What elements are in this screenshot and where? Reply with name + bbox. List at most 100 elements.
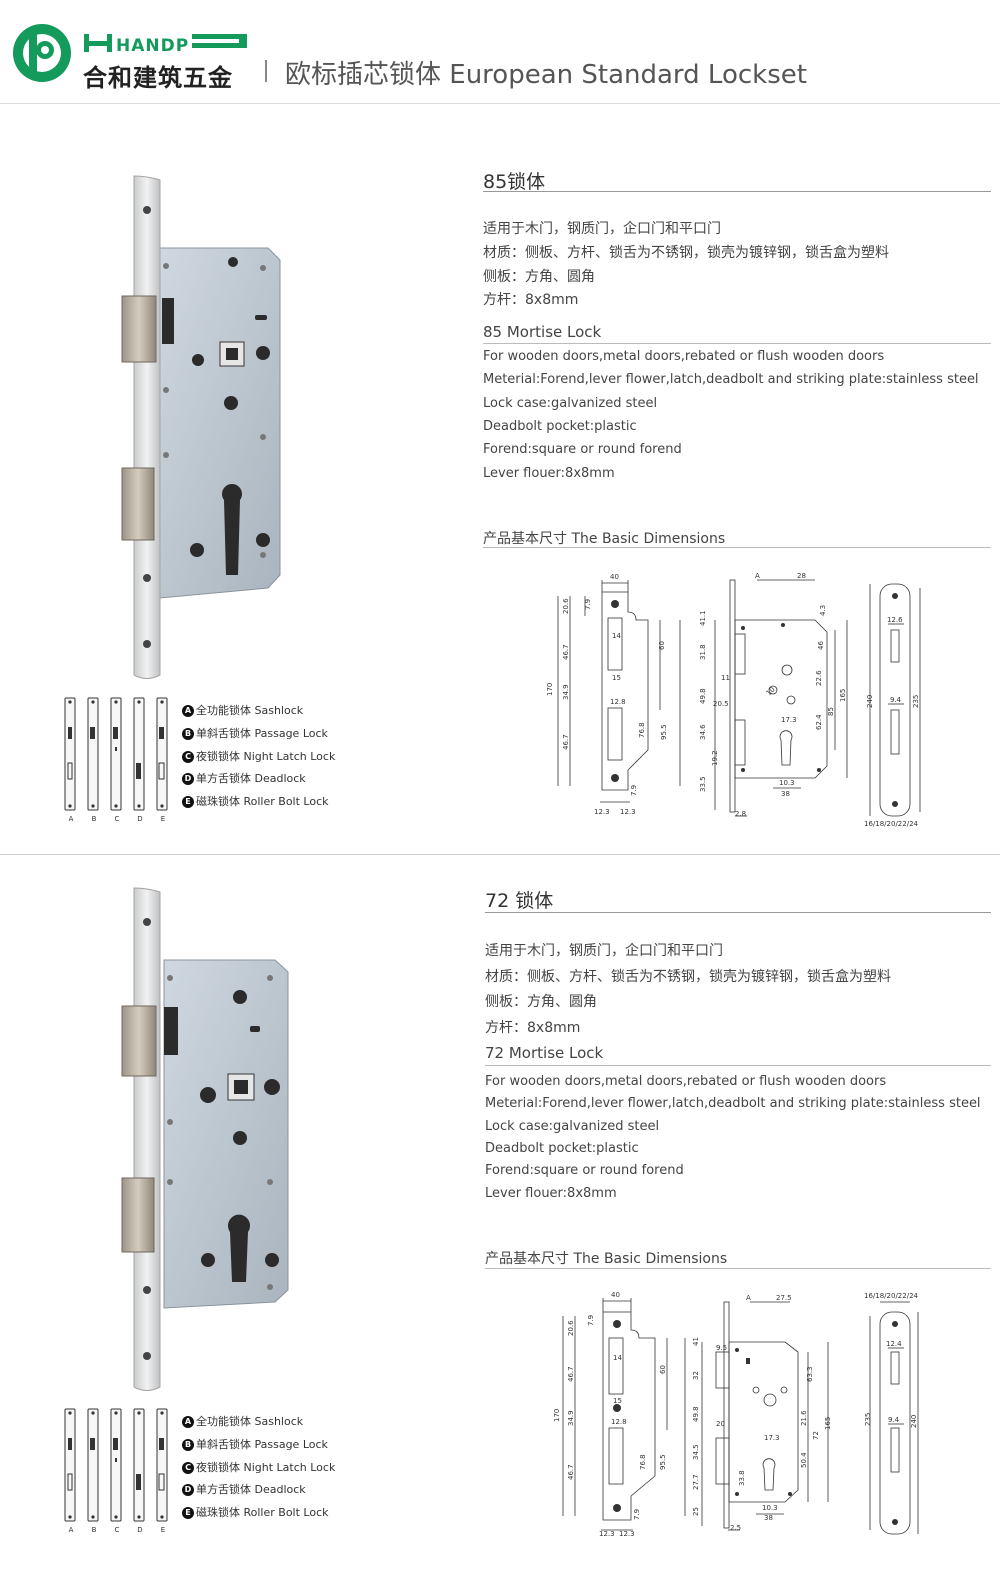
en-line: Lever flouer:8x8mm xyxy=(485,1186,617,1201)
dim-label: 12.8 xyxy=(610,698,626,706)
cn-line: 材质：侧板、方杆、锁舌为不锈钢，锁壳为镀锌钢，锁舌盒为塑料 xyxy=(483,245,889,261)
title-rule xyxy=(485,912,991,913)
en-line: For wooden doors,metal doors,rebated or … xyxy=(483,349,885,364)
dim-label: A xyxy=(755,572,760,580)
cn-line: 适用于木门，钢质门，企口门和平口门 xyxy=(485,943,723,959)
dim-label: 33.8 xyxy=(738,1470,746,1486)
lock-72-variants-diagram xyxy=(64,1408,179,1523)
cn-line: 方杆：8x8mm xyxy=(485,1020,581,1036)
en-subtitle: 72 Mortise Lock xyxy=(485,1044,604,1062)
variant-letter-d: D xyxy=(137,1526,143,1534)
dim-label: 12.3 xyxy=(594,808,610,816)
variant-label-e: 磁珠锁体 Roller Bolt Lock xyxy=(196,1506,329,1519)
dim-label: 12.3 xyxy=(599,1530,615,1538)
variant-letter-e: E xyxy=(160,1526,166,1534)
lock-72-photo xyxy=(121,887,289,1391)
dims-title: 产品基本尺寸 The Basic Dimensions xyxy=(483,531,726,547)
cn-line: 方杆：8x8mm xyxy=(483,292,579,308)
variant-badge-e: E xyxy=(182,796,194,808)
product-title-72: 72 锁体 xyxy=(485,890,554,912)
dims-72-forend-drawing: 40 20.6 7.9 14 15 12.8 46.7 34.9 46.7 60… xyxy=(553,1291,686,1538)
variant-letter-c: C xyxy=(114,1526,120,1534)
variant-letter-d: D xyxy=(137,815,143,823)
dims-85-forend-drawing: 40 20.6 7.9 14 15 12.8 46.7 34.9 46.7 60… xyxy=(546,573,681,816)
variant-label-b: 单斜舌锁体 Passage Lock xyxy=(196,1438,328,1451)
dims-rule xyxy=(483,547,991,548)
dim-label: 40 xyxy=(610,573,619,581)
variant-label-a: 全功能锁体 Sashlock xyxy=(196,1415,304,1428)
cn-line: 材质：侧板、方杆、锁舌为不锈钢，锁壳为镀锌钢，锁舌盒为塑料 xyxy=(485,969,891,985)
dim-label: A xyxy=(746,1294,751,1302)
dim-label: 38 xyxy=(764,1514,773,1522)
dim-label: 20.6 xyxy=(562,598,570,614)
en-line: Deadbolt pocket:plastic xyxy=(483,419,637,434)
dim-label: 20.5 xyxy=(713,700,729,708)
variant-label-d: 单方舌锁体 Deadlock xyxy=(196,772,306,785)
en-line: Forend:square or round forend xyxy=(483,442,682,457)
dim-label: 21.6 xyxy=(800,1410,808,1426)
dims-72-plate-drawing: 16/18/20/22/24 12.4 9.4 235 240 xyxy=(864,1292,919,1535)
lock-85-variants-diagram xyxy=(64,697,179,812)
variant-letter-e: E xyxy=(160,815,166,823)
dim-label: 72 xyxy=(812,1431,820,1440)
dim-label: 95.5 xyxy=(660,724,668,740)
dim-label: 46.7 xyxy=(567,1366,575,1382)
en-line: Lock case:galvanized steel xyxy=(483,396,658,411)
dim-label: 15 xyxy=(613,1397,622,1405)
dim-label: 2.5 xyxy=(730,1524,741,1532)
dim-label: 32 xyxy=(692,1371,700,1380)
dim-label: 95.5 xyxy=(659,1454,667,1470)
dim-label: 10 xyxy=(765,685,777,697)
dim-label: 7.9 xyxy=(630,785,638,796)
variant-badge-b: B xyxy=(182,728,194,740)
dim-label: 10.3 xyxy=(779,779,795,787)
dim-label: 85 xyxy=(827,707,835,716)
dim-label: 12.8 xyxy=(611,1418,627,1426)
dim-label: 9.5 xyxy=(716,1344,727,1352)
dim-label: 20.6 xyxy=(567,1320,575,1336)
dim-label: 16/18/20/22/24 xyxy=(864,820,919,828)
dim-label: 41.1 xyxy=(699,610,707,626)
variant-badge-d: D xyxy=(182,773,194,785)
en-line: Forend:square or round forend xyxy=(485,1163,684,1178)
dim-label: 34.5 xyxy=(692,1444,700,1460)
dim-label: 9.4 xyxy=(890,696,902,704)
variant-letter-a: A xyxy=(68,1526,74,1534)
dim-label: 170 xyxy=(546,683,554,696)
variant-badge-e: E xyxy=(182,1507,194,1519)
en-line: Meterial:Forend,lever flower,latch,deadb… xyxy=(483,372,979,387)
dim-label: 14 xyxy=(613,1354,622,1362)
dim-label: 46.7 xyxy=(562,734,570,750)
en-line: Meterial:Forend,lever flower,latch,deadb… xyxy=(485,1096,981,1111)
dim-label: 46 xyxy=(817,641,825,650)
dim-label: 17.3 xyxy=(781,716,797,724)
lock-85-photo xyxy=(121,175,281,679)
brand-wordmark-icon: HANDP xyxy=(84,34,247,54)
subtitle-rule xyxy=(485,1065,991,1066)
product-title-85: 85锁体 xyxy=(483,171,546,193)
variant-label-b: 单斜舌锁体 Passage Lock xyxy=(196,727,328,740)
logo-word-text: HANDP xyxy=(116,36,189,54)
dim-label: 40 xyxy=(611,1291,620,1299)
cn-line: 侧板：方角、圆角 xyxy=(483,269,595,285)
dim-label: 27.7 xyxy=(692,1474,700,1490)
dim-label: 235 xyxy=(864,1413,872,1426)
brand-name-cn: 合和建筑五金 xyxy=(83,64,233,92)
section-divider xyxy=(0,854,1000,855)
dim-label: 49.8 xyxy=(699,688,707,704)
dim-label: 46.7 xyxy=(562,644,570,660)
variant-letter-c: C xyxy=(114,815,120,823)
dim-label: 165 xyxy=(839,689,847,702)
dim-label: 165 xyxy=(824,1417,832,1430)
dim-label: 34.9 xyxy=(567,1410,575,1426)
variant-badge-a: A xyxy=(182,1416,194,1428)
dim-label: 34.6 xyxy=(699,724,707,740)
cn-line: 侧板：方角、圆角 xyxy=(485,994,597,1010)
variant-badge-b: B xyxy=(182,1439,194,1451)
